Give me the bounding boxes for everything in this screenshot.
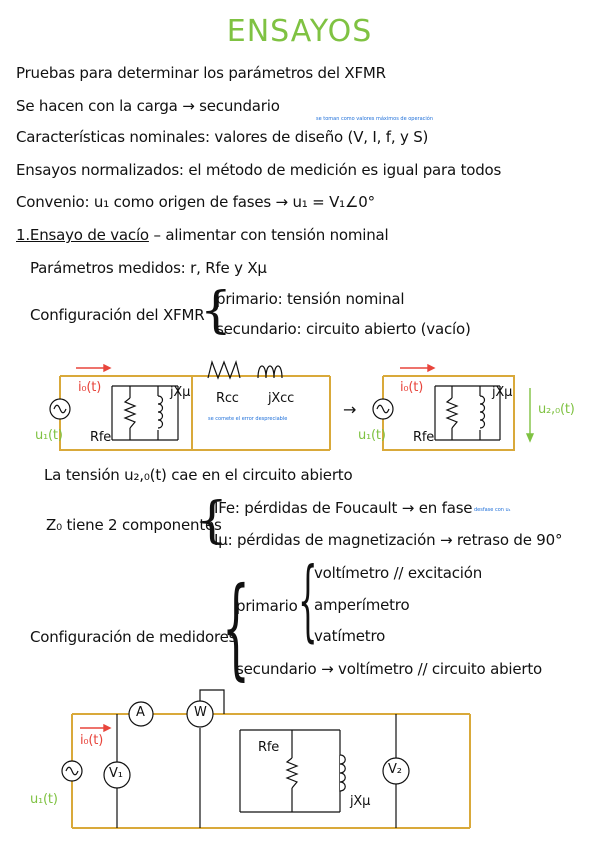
text-line-6: 1.Ensayo de vacío – alimentar con tensió…	[16, 226, 389, 244]
reactance-xmu-label-right: jXμ	[492, 385, 513, 400]
text-line-11: Configuración de medidores	[30, 628, 237, 646]
voltage-u20-label: u₂,₀(t)	[538, 402, 575, 417]
text-line-10b: Iμ: pérdidas de magnetización → retraso …	[214, 531, 563, 549]
text-line-1: Pruebas para determinar los parámetros d…	[16, 64, 386, 82]
ammeter-label: A	[136, 705, 145, 720]
resistance-rcc-label: Rcc	[216, 391, 239, 406]
text-line-9: La tensión u₂,₀(t) cae en el circuito ab…	[44, 466, 353, 484]
text-line-10: Z₀ tiene 2 componentes	[46, 516, 222, 534]
text-line-11c: vatímetro	[314, 627, 386, 645]
transform-arrow: →	[343, 400, 357, 419]
brace-meters: {	[222, 563, 250, 691]
brace-primary: {	[298, 548, 318, 651]
voltmeter-v1-label: V₁	[109, 766, 123, 781]
text-line-4: Ensayos normalizados: el método de medic…	[16, 161, 502, 179]
text-line-11p: primario	[236, 597, 298, 615]
text-line-7: Parámetros medidos: r, Rfe y Xμ	[30, 259, 267, 277]
text-line-8b: secundario: circuito abierto (vacío)	[216, 320, 471, 338]
text-line-11b: amperímetro	[314, 596, 410, 614]
resistance-rfe-label-2: Rfe	[258, 740, 280, 755]
reactance-xmu-label: jXμ	[170, 385, 191, 400]
text-line-8: Configuración del XFMR	[30, 306, 205, 324]
resistance-rfe-label: Rfe	[90, 430, 112, 445]
section-heading-open-circuit: 1.Ensayo de vacío	[16, 226, 149, 244]
voltage-u1-label-right: u₁(t)	[358, 428, 386, 443]
section-heading-rest: – alimentar con tensión nominal	[148, 226, 389, 244]
voltage-u1-label: u₁(t)	[35, 428, 63, 443]
page-title: ENSAYOS	[226, 14, 373, 49]
text-line-11a: voltímetro // excitación	[314, 564, 483, 582]
reactance-xcc-label: jXcc	[268, 391, 295, 406]
wattmeter-label: W	[194, 705, 207, 720]
current-i0-label: i₀(t)	[78, 380, 102, 395]
voltage-u1-label-2: u₁(t)	[30, 792, 58, 807]
brace-xfmr: {	[200, 281, 232, 339]
note-max-values: se toman como valores máximos de operaci…	[316, 116, 434, 122]
resistance-rfe-label-right: Rfe	[413, 430, 435, 445]
text-line-8a: primario: tensión nominal	[216, 290, 405, 308]
text-line-5: Convenio: u₁ como origen de fases → u₁ =…	[16, 193, 375, 211]
note-negligible-error: se comete el error despreciable	[208, 416, 288, 422]
brace-z0: {	[196, 491, 228, 549]
reactance-xmu-label-2: jXμ	[350, 794, 371, 809]
text-line-2: Se hacen con la carga → secundario	[16, 97, 280, 115]
note-phase-u1: desfase con u₁	[474, 507, 511, 513]
text-line-3: Características nominales: valores de di…	[16, 128, 429, 146]
text-line-11d: secundario → voltímetro // circuito abie…	[236, 660, 543, 678]
voltmeter-v2-label: V₂	[388, 762, 402, 777]
text-line-10a: IFe: pérdidas de Foucault → en fase	[214, 499, 473, 517]
current-i0-label-2: i₀(t)	[80, 733, 104, 748]
current-i0-label-right: i₀(t)	[400, 380, 424, 395]
